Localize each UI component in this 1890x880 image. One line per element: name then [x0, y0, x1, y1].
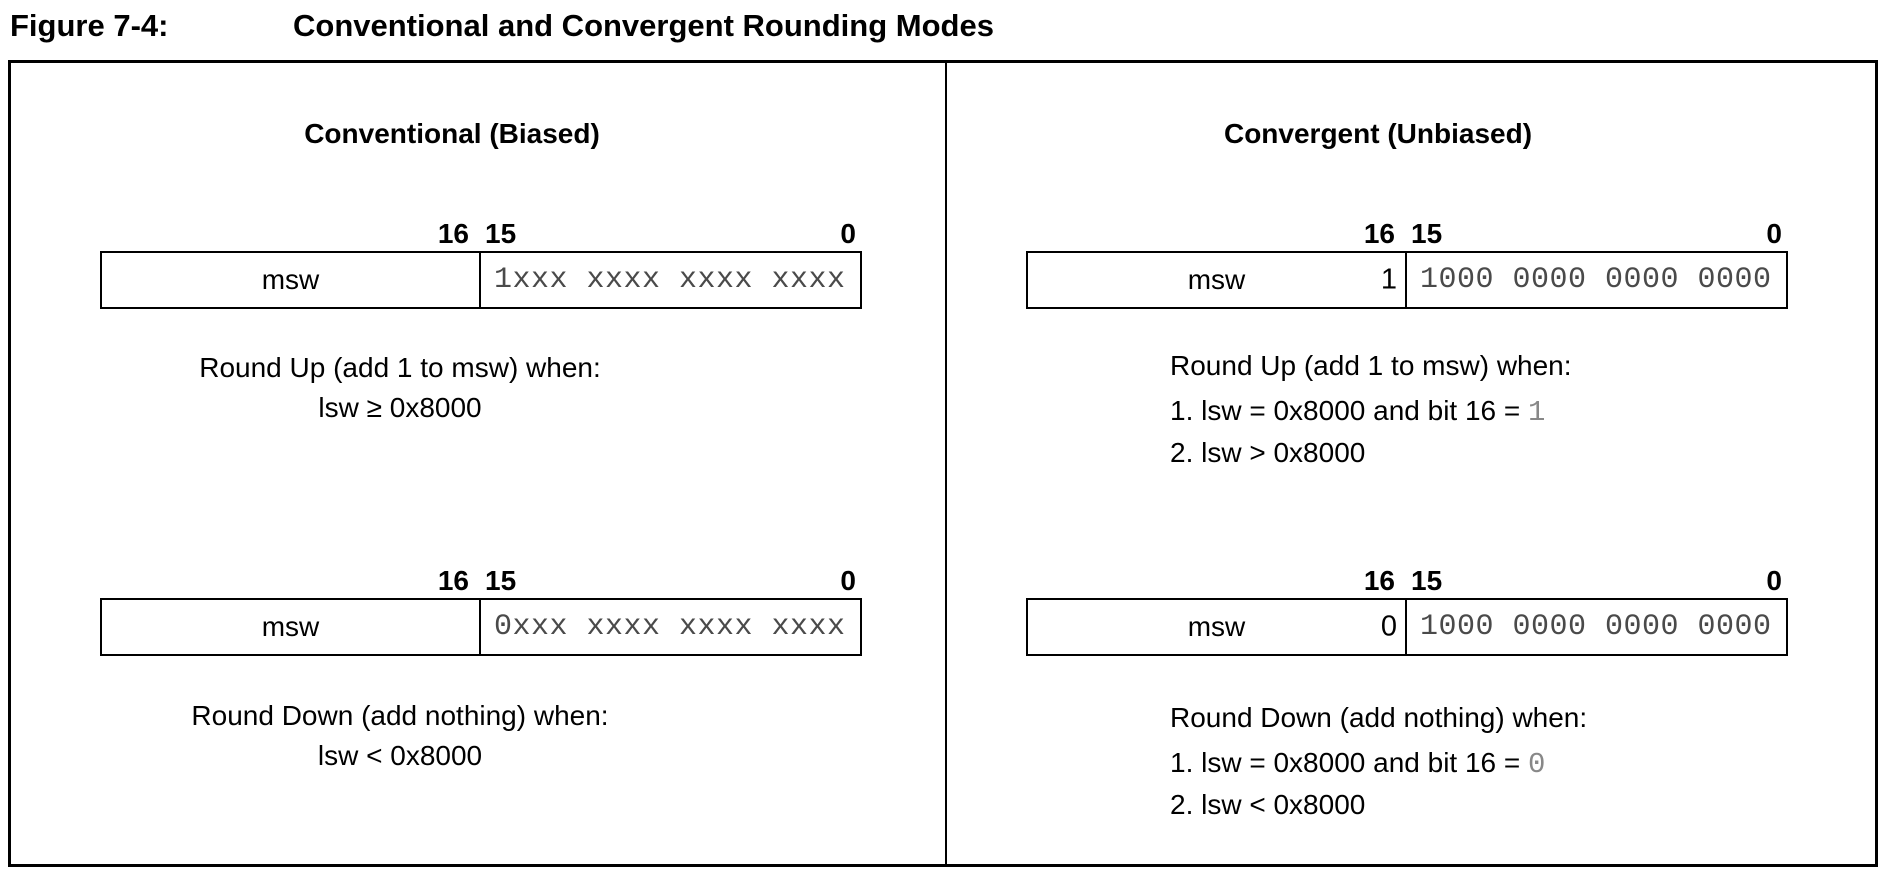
lsw-cell: 0xxx xxxx xxxx xxxx	[494, 610, 846, 644]
round-down-caption: Round Down (add nothing) when:	[1170, 702, 1588, 733]
bit-label-16: 16	[1363, 218, 1395, 249]
round-up-rule-convergent: Round Up (add 1 to msw) when: 1. lsw = 0…	[1170, 346, 1572, 473]
register-diagram-convergent-down: 16 15 0 msw 0 1000 0000 0000 0000	[1026, 560, 1788, 656]
register-box: msw 1 1000 0000 0000 0000	[1026, 251, 1788, 309]
bit-label-15: 15	[485, 218, 517, 249]
round-down-rule-conventional: Round Down (add nothing) when: lsw < 0x8…	[19, 696, 781, 776]
round-down-rule-convergent: Round Down (add nothing) when: 1. lsw = …	[1170, 698, 1587, 825]
round-up-caption: Round Up (add 1 to msw) when:	[1170, 350, 1572, 381]
msw-label: msw	[1187, 611, 1246, 642]
msw-cell: msw	[102, 600, 481, 654]
panel-heading-conventional: Conventional (Biased)	[304, 118, 600, 149]
figure-title: Conventional and Convergent Rounding Mod…	[293, 8, 994, 43]
panel-heading-convergent: Convergent (Unbiased)	[1223, 118, 1533, 149]
round-up-rule-conventional: Round Up (add 1 to msw) when: lsw ≥ 0x80…	[19, 348, 781, 428]
bit-labels: 16 15 0	[1026, 560, 1788, 598]
round-up-condition: lsw ≥ 0x8000	[318, 392, 482, 423]
bit-label-16: 16	[437, 565, 469, 596]
bit16-value: 0	[1380, 610, 1397, 643]
figure-frame: Conventional (Biased) 16 15 0 msw 1xxx x…	[8, 60, 1878, 867]
bit-label-16: 16	[437, 218, 469, 249]
figure-title-row: Figure 7-4: Conventional and Convergent …	[0, 8, 1890, 52]
round-up-item-1: 1. lsw = 0x8000 and bit 16 = 1	[1170, 391, 1572, 433]
lsw-cell: 1xxx xxxx xxxx xxxx	[494, 263, 846, 297]
bit-labels: 16 15 0	[100, 560, 862, 598]
panel-conventional: Conventional (Biased) 16 15 0 msw 1xxx x…	[11, 63, 947, 864]
bit-label-0: 0	[1766, 565, 1782, 596]
panel-convergent: Convergent (Unbiased) 16 15 0 msw 1 1000…	[947, 63, 1875, 864]
bit-label-15: 15	[485, 565, 517, 596]
round-down-item-2: 2. lsw < 0x8000	[1170, 789, 1366, 820]
bit-value-inline: 1	[1528, 396, 1546, 429]
bit-labels: 16 15 0	[100, 213, 862, 251]
round-down-condition: lsw < 0x8000	[317, 740, 483, 771]
round-down-item-1-text: 1. lsw = 0x8000 and bit 16 =	[1170, 747, 1529, 778]
msw-cell: msw	[102, 253, 481, 307]
bit-label-0: 0	[1766, 218, 1782, 249]
msw-label: msw	[1187, 264, 1246, 295]
bit-label-15: 15	[1411, 565, 1443, 596]
round-down-caption: Round Down (add nothing) when:	[191, 700, 609, 731]
bit-labels: 16 15 0	[1026, 213, 1788, 251]
round-down-item-1: 1. lsw = 0x8000 and bit 16 = 0	[1170, 743, 1587, 785]
lsw-cell: 1000 0000 0000 0000	[1420, 610, 1772, 644]
register-diagram-convergent-up: 16 15 0 msw 1 1000 0000 0000 0000	[1026, 213, 1788, 309]
msw-label: msw	[261, 264, 320, 295]
msw-cell: msw 0	[1028, 600, 1407, 654]
bit-label-15: 15	[1411, 218, 1443, 249]
round-up-caption: Round Up (add 1 to msw) when:	[199, 352, 601, 383]
bit16-value: 1	[1380, 263, 1397, 296]
msw-cell: msw 1	[1028, 253, 1407, 307]
register-box: msw 1xxx xxxx xxxx xxxx	[100, 251, 862, 309]
bit-value-inline: 0	[1528, 748, 1546, 781]
register-diagram-conventional-up: 16 15 0 msw 1xxx xxxx xxxx xxxx	[100, 213, 862, 309]
round-up-item-1-text: 1. lsw = 0x8000 and bit 16 =	[1170, 395, 1529, 426]
register-box: msw 0 1000 0000 0000 0000	[1026, 598, 1788, 656]
figure-label: Figure 7-4:	[10, 8, 169, 43]
register-diagram-conventional-down: 16 15 0 msw 0xxx xxxx xxxx xxxx	[100, 560, 862, 656]
msw-label: msw	[261, 611, 320, 642]
round-up-item-2: 2. lsw > 0x8000	[1170, 437, 1366, 468]
bit-label-0: 0	[840, 565, 856, 596]
register-box: msw 0xxx xxxx xxxx xxxx	[100, 598, 862, 656]
bit-label-0: 0	[840, 218, 856, 249]
lsw-cell: 1000 0000 0000 0000	[1420, 263, 1772, 297]
bit-label-16: 16	[1363, 565, 1395, 596]
